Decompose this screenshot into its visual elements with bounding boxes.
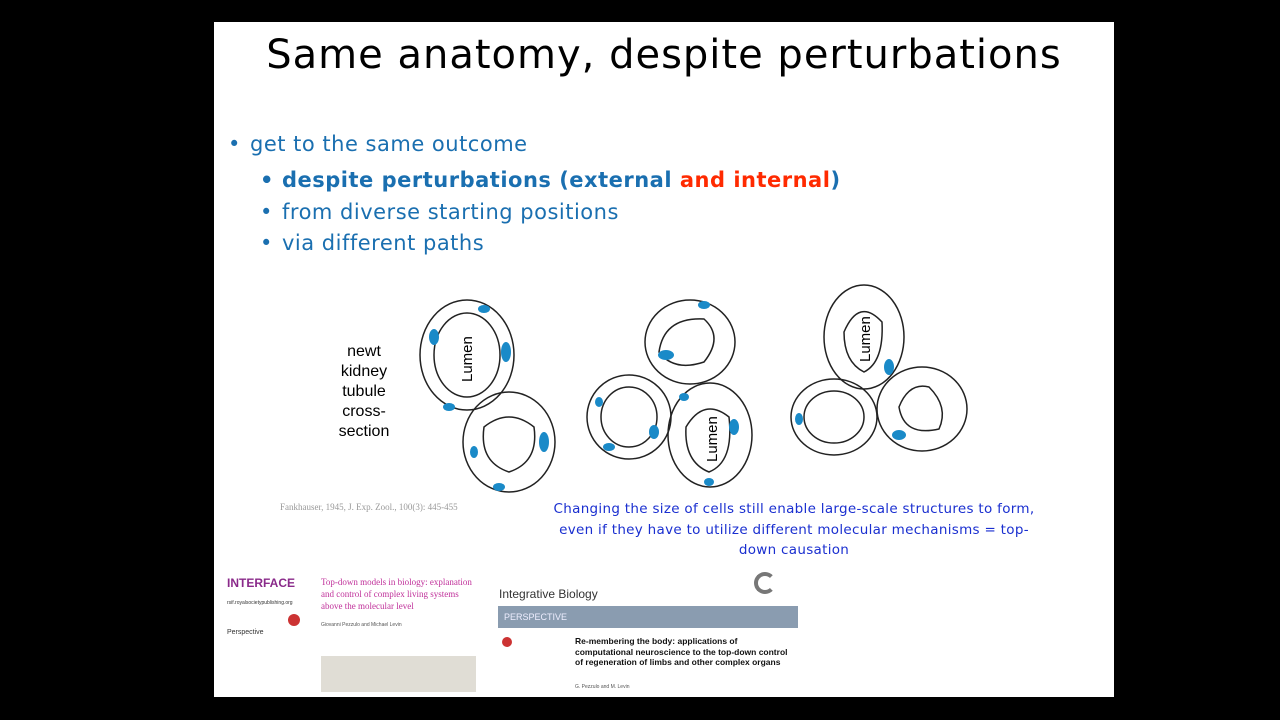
paper-authors: G. Pezzulo and M. Levin: [575, 684, 630, 690]
figure-citation: Fankhauser, 1945, J. Exp. Zool., 100(3):…: [280, 502, 458, 512]
slide-title: Same anatomy, despite perturbations: [266, 32, 1062, 78]
section-banner: PERSPECTIVE: [498, 606, 798, 628]
journal-name: INTERFACE: [227, 576, 296, 590]
bullet-sub-2: •from diverse starting positions: [260, 200, 619, 224]
abstract-block: [321, 656, 476, 692]
rsc-logo-icon: [754, 572, 776, 594]
bullet-text: from diverse starting positions: [282, 200, 619, 224]
caption: Changing the size of cells still enable …: [553, 501, 1035, 558]
paper-authors: Giovanni Pezzulo and Michael Levin: [321, 622, 402, 628]
bullet-text: via different paths: [282, 231, 485, 255]
bullet-text-red: and internal: [679, 168, 831, 192]
crossmark-icon: [502, 637, 512, 647]
journal-name: Integrative Biology: [499, 587, 598, 601]
paper-title: Top-down models in biology: explanation …: [321, 577, 472, 611]
crossmark-icon: [288, 614, 300, 626]
lumen-label: Lumen: [459, 336, 476, 382]
lumen-label: Lumen: [704, 416, 721, 462]
bullet-main: •get to the same outcome: [228, 132, 528, 156]
slide: Same anatomy, despite perturbations •get…: [214, 22, 1114, 697]
bullet-sub-1: •despite perturbations (external and int…: [260, 168, 841, 192]
bullet-text: despite perturbations (external: [282, 168, 680, 192]
bullet-text: ): [830, 168, 841, 192]
journal-site: rsif.royalsocietypublishing.org: [227, 600, 293, 606]
paper-integrative-biology: Integrative Biology PERSPECTIVE Re-membe…: [498, 570, 798, 695]
article-type: Perspective: [227, 629, 264, 636]
paper-interface: INTERFACE rsif.royalsocietypublishing.or…: [224, 572, 484, 694]
tubule-diagram: Lumen Lumen Lumen: [419, 284, 968, 493]
paper-title: Re-membering the body: applications of c…: [575, 636, 788, 667]
figure-label: newt kidney tubule cross-section: [338, 343, 390, 440]
lumen-label: Lumen: [857, 316, 874, 362]
bullet-sub-3: •via different paths: [260, 231, 485, 255]
bullet-text: get to the same outcome: [250, 132, 528, 156]
